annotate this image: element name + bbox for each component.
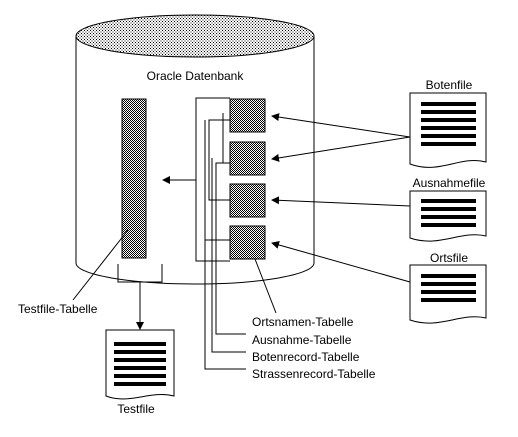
testfile-tabelle-label: Testfile-Tabelle [18, 302, 98, 316]
ausnahme-tabelle-label: Ausnahme-Tabelle [252, 333, 352, 347]
testfile-output-connector [117, 264, 163, 330]
strassenrecord-tabelle-label: Strassenrecord-Tabelle [252, 367, 376, 381]
ortsnamen-tabelle-label: Ortsnamen-Tabelle [252, 315, 354, 329]
oracle-database-cylinder [75, 14, 315, 285]
testfile-table-leader [72, 229, 129, 301]
testfile-document [105, 329, 175, 400]
botenfile-label: Botenfile [426, 78, 473, 92]
ortsfile-document [409, 264, 487, 324]
ortsfile-label: Ortsfile [430, 251, 468, 265]
ausnahmefile-label: Ausnahmefile [413, 176, 486, 190]
database-title: Oracle Datenbank [147, 69, 245, 83]
table-block-1 [229, 98, 266, 133]
botenfile-document [409, 92, 487, 168]
table-block-4 [229, 225, 266, 260]
table-block-3 [229, 183, 266, 218]
table-label-leaders [204, 113, 277, 370]
table-block-2 [229, 141, 266, 176]
ausnahmefile-document [409, 190, 487, 242]
testfile-label: Testfile [117, 402, 155, 416]
botenrecord-tabelle-label: Botenrecord-Tabelle [252, 350, 360, 364]
file-to-table-arrows [271, 113, 411, 283]
tables-join-bracket [162, 97, 230, 262]
testfile-table-block [121, 98, 147, 259]
